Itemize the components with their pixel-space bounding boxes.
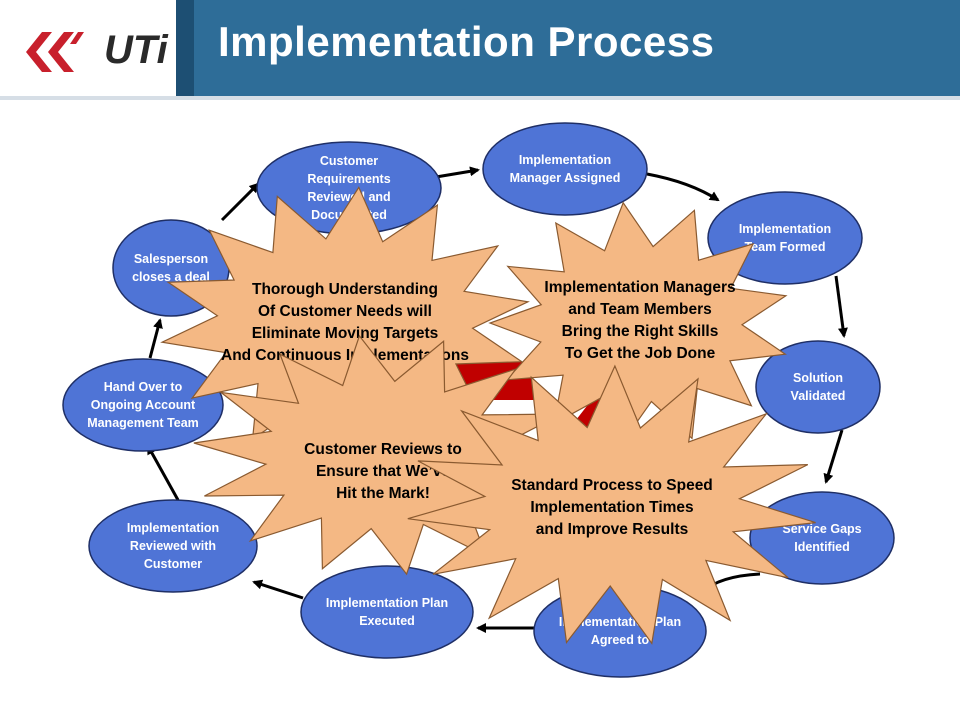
cycle-arrow <box>146 444 180 501</box>
cycle-arrow <box>220 182 260 222</box>
page-title: Implementation Process <box>218 18 715 65</box>
header-stripe <box>176 0 194 96</box>
process-step-ellipse <box>88 499 258 593</box>
logo-chevron-1 <box>26 32 52 72</box>
cycle-arrow <box>252 579 304 600</box>
uti-logo: UTi <box>22 18 172 78</box>
header: UTi Implementation Process <box>0 0 960 96</box>
cycle-arrow <box>646 172 720 202</box>
starburst-shape <box>407 364 816 645</box>
logo-chevron-2 <box>48 32 74 72</box>
process-step-ellipse <box>62 358 224 452</box>
process-step-ellipse <box>300 565 474 659</box>
starburst-shape <box>193 334 573 576</box>
cycle-arrow <box>823 429 844 484</box>
logo-chevron-3 <box>70 32 84 44</box>
process-step-ellipse <box>755 340 881 434</box>
cycle-arrow <box>834 275 848 338</box>
uti-logo-mark-icon <box>26 32 84 72</box>
process-step-ellipse <box>482 122 648 216</box>
header-divider <box>0 96 960 100</box>
process-step-ellipse <box>707 191 863 285</box>
logo-text: UTi <box>104 28 168 72</box>
cycle-arrow <box>148 318 163 359</box>
header-bar <box>194 0 960 96</box>
